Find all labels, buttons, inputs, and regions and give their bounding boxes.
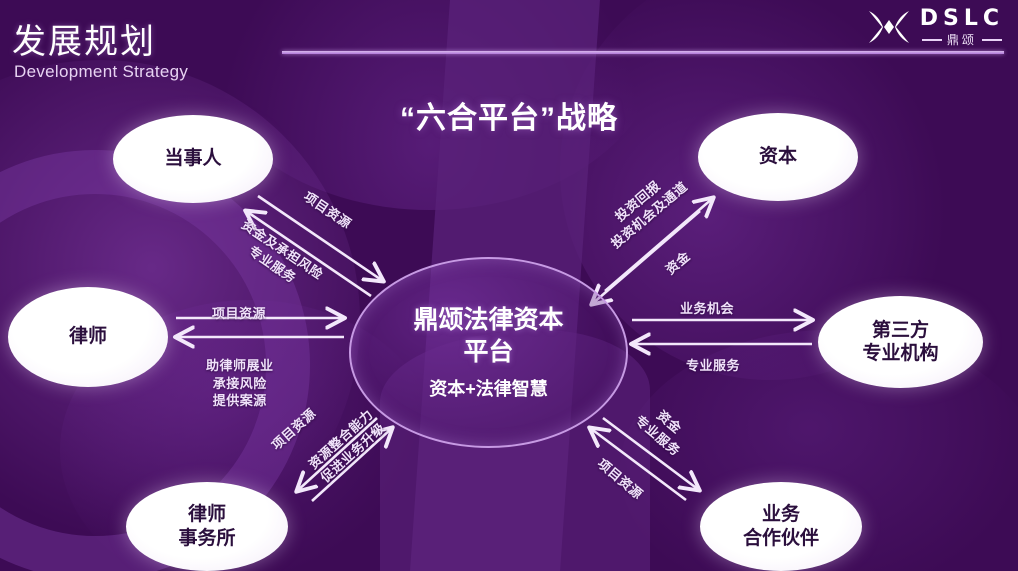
node-law-firm-label-1: 律师 (187, 504, 226, 526)
center-platform-node[interactable]: 鼎颂法律资本 平台 资本+法律智慧 (349, 257, 628, 448)
logo-dash-right (981, 39, 1002, 41)
page-subtitle: Development Strategy (14, 62, 189, 81)
logo-diamond-icon (868, 11, 909, 43)
node-partner-label-1: 业务 (761, 504, 800, 526)
header-divider (282, 51, 1004, 54)
label-center-to-lawyer-line3: 提供案源 (212, 393, 267, 409)
node-third-party[interactable]: 第三方 专业机构 (818, 296, 983, 388)
node-party[interactable]: 当事人 (113, 115, 273, 203)
node-law-firm[interactable]: 律师 事务所 (126, 482, 288, 571)
node-third-party-label-1: 第三方 (871, 319, 929, 341)
brand-logo: DSLC 鼎颂 (867, 8, 1004, 46)
center-title-line2: 平台 (463, 338, 514, 366)
logo-cn-name: 鼎颂 (946, 33, 977, 47)
node-law-firm-label-2: 事务所 (178, 527, 236, 549)
page-title: 发展规划 (12, 23, 156, 61)
node-lawyer[interactable]: 律师 (8, 287, 168, 387)
center-title-line1: 鼎颂法律资本 (413, 306, 564, 334)
label-third-party-to-center: 专业服务 (686, 358, 741, 373)
logo-dash-left (921, 39, 942, 41)
node-partner[interactable]: 业务 合作伙伴 (700, 482, 862, 571)
node-lawyer-label: 律师 (68, 326, 107, 348)
label-center-to-lawyer-line1: 助律师展业 (206, 358, 274, 373)
center-subtitle: 资本+法律智慧 (429, 379, 548, 399)
node-capital[interactable]: 资本 (698, 113, 858, 201)
center-title: 鼎颂法律资本 平台 (413, 304, 563, 368)
logo-cn-row: 鼎颂 (921, 33, 1002, 47)
diagram-title: “六合平台”战略 (400, 102, 618, 135)
node-capital-label: 资本 (758, 146, 797, 168)
label-lawyer-to-center: 项目资源 (212, 306, 267, 321)
node-party-label: 当事人 (164, 148, 222, 170)
node-partner-label-2: 合作伙伴 (742, 527, 819, 549)
label-center-to-lawyer-line2: 承接风险 (212, 375, 267, 391)
label-center-to-lawyer: 助律师展业 承接风险 提供案源 (206, 357, 274, 410)
node-third-party-label-2: 专业机构 (862, 343, 939, 364)
label-center-to-third-party: 业务机会 (680, 301, 735, 316)
logo-wordmark: DSLC (919, 6, 1004, 31)
